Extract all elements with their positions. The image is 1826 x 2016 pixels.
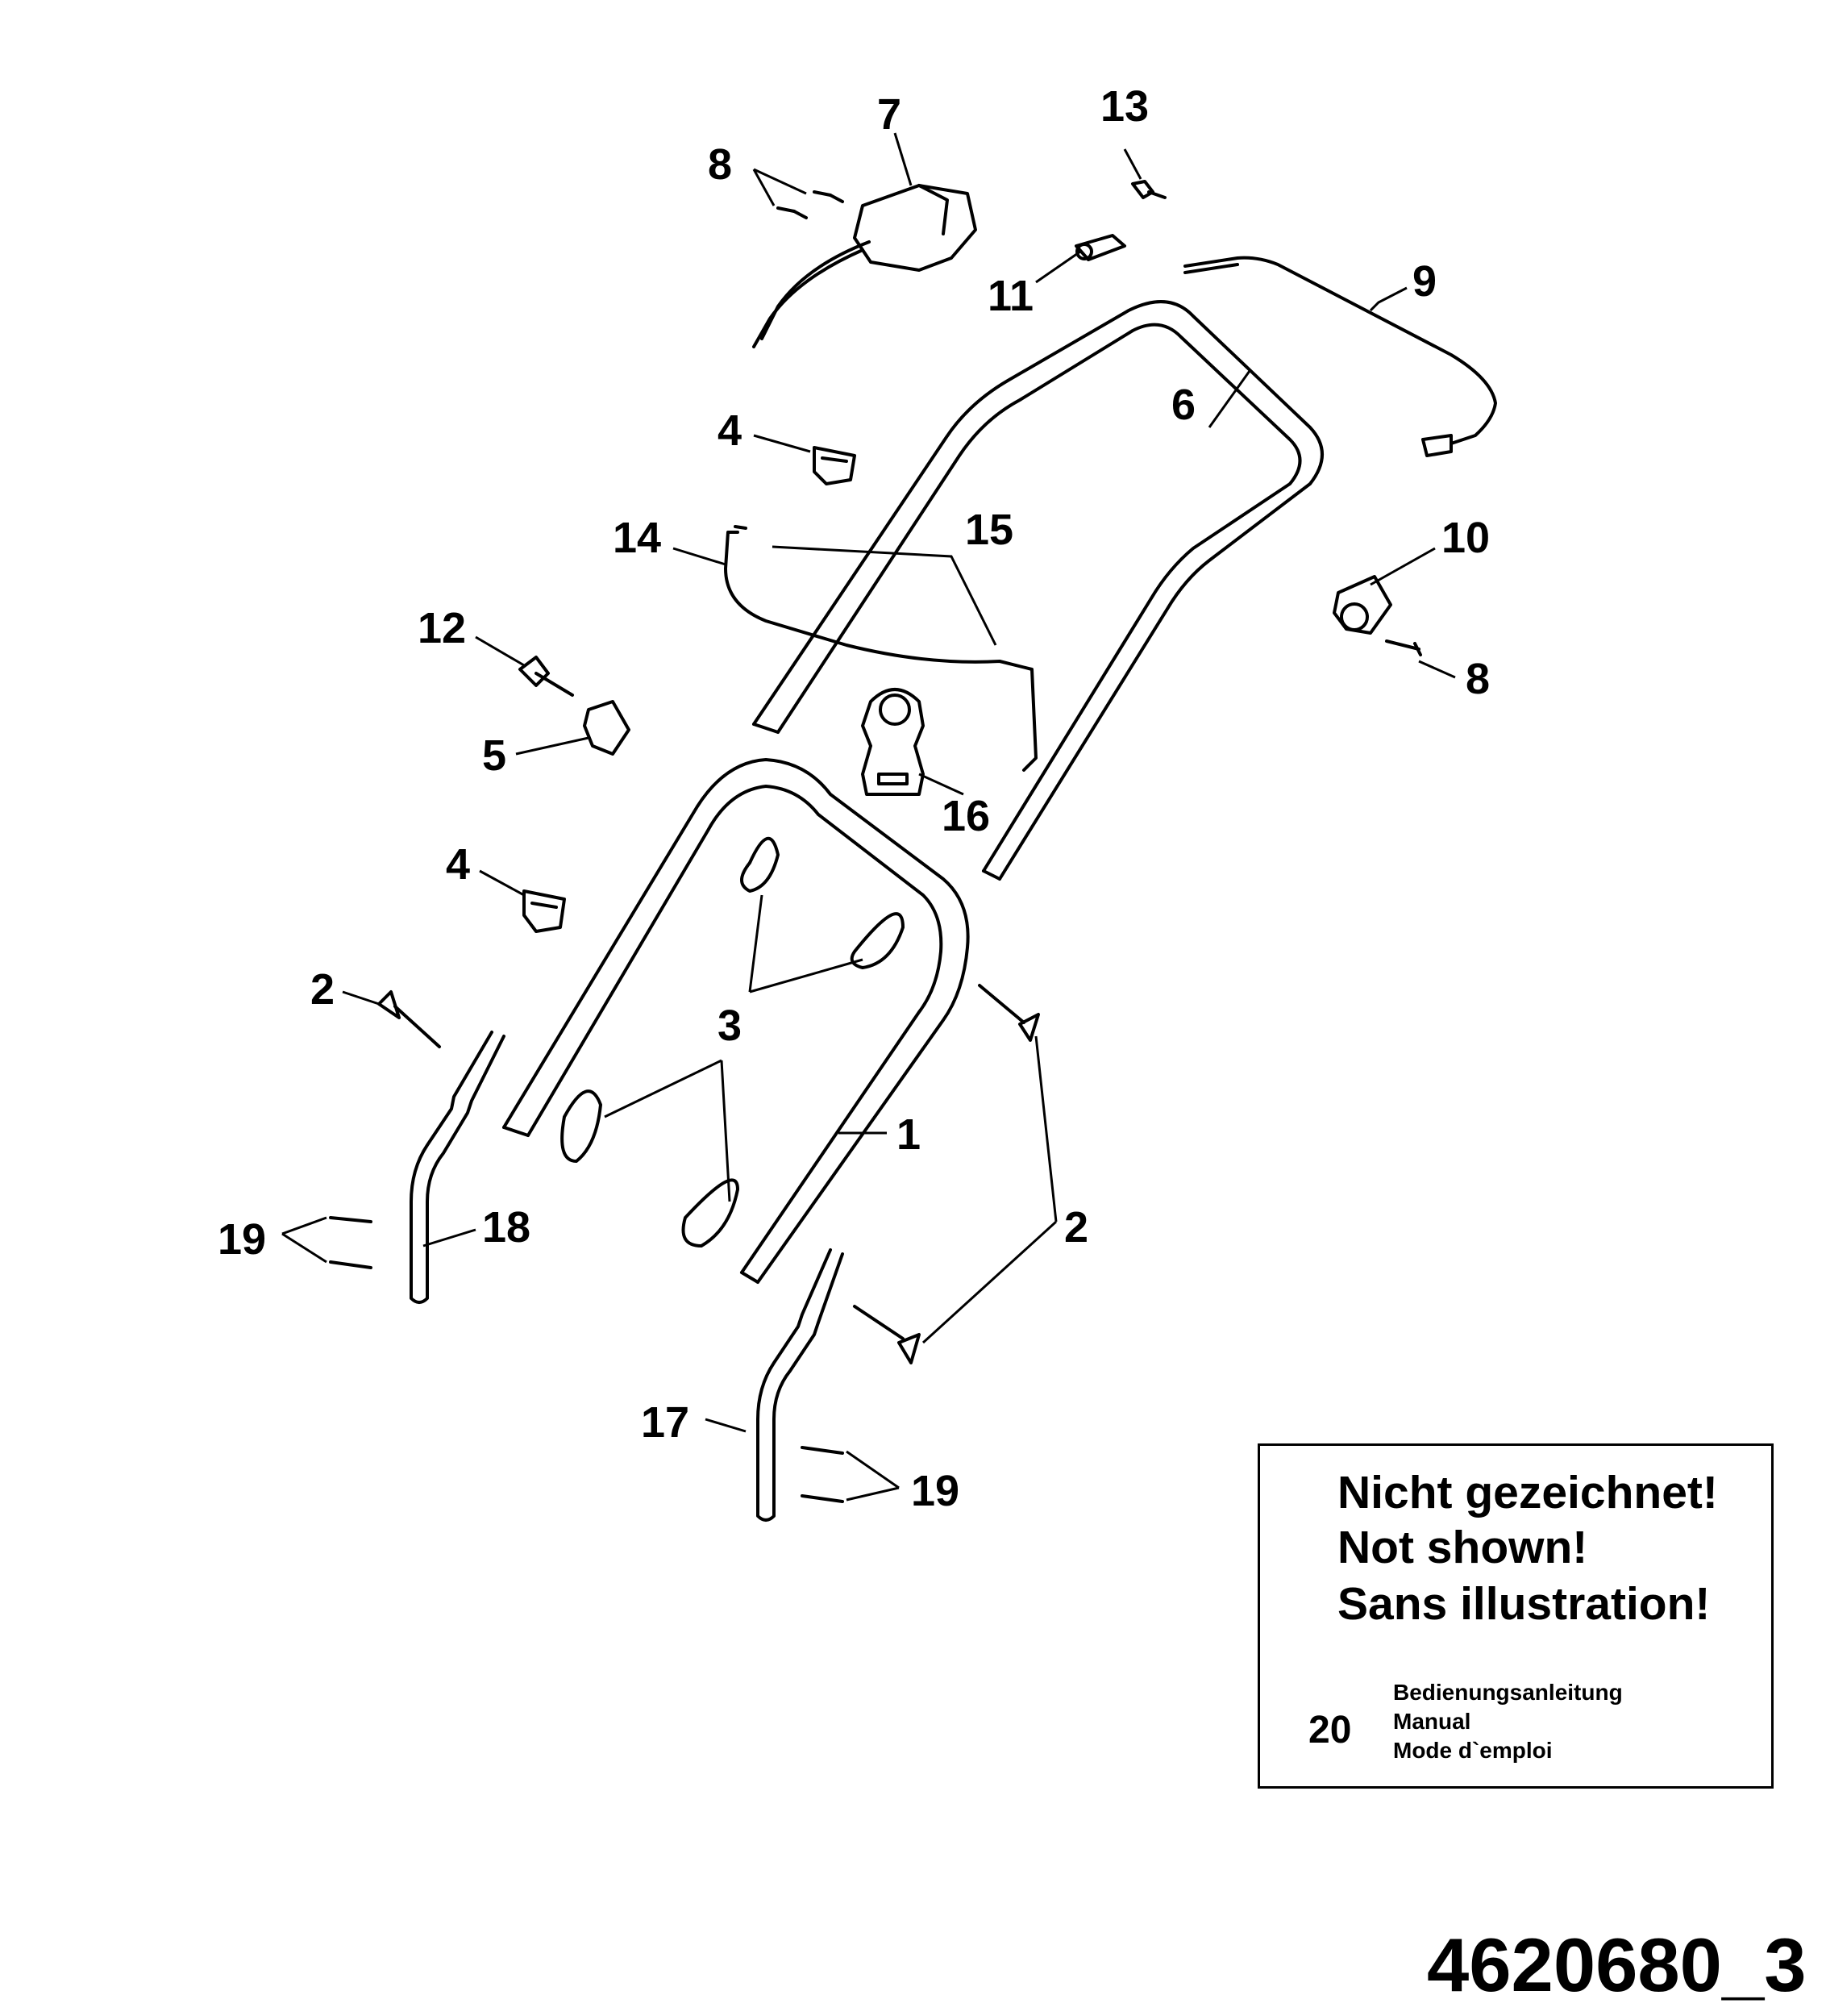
cable-holder [1333, 575, 1392, 635]
screws-19-right [801, 1446, 844, 1503]
screw-8-upper [776, 190, 844, 219]
upper-handle-bar [752, 300, 1324, 881]
not-shown-title-fr: Sans illustration! [1337, 1578, 1711, 1630]
not-shown-item-number: 20 [1308, 1709, 1352, 1752]
knob-screw [518, 656, 574, 697]
callout-6: 6 [1171, 381, 1196, 429]
bolt-2-right-lower [853, 1305, 921, 1364]
nut-11 [1075, 234, 1126, 261]
callout-11: 11 [988, 272, 1034, 320]
wing-nut-lower-left [560, 1089, 602, 1163]
screw-13 [1131, 180, 1167, 199]
callout-7: 7 [877, 90, 901, 139]
callout-9: 9 [1412, 257, 1437, 306]
callout-12: 12 [418, 604, 466, 652]
callout-13: 13 [1100, 82, 1149, 131]
drawing-id: 4620680_3 [1427, 1922, 1807, 2007]
callout-2-left: 2 [310, 965, 335, 1014]
callout-19-right: 19 [911, 1467, 959, 1515]
callout-10: 10 [1441, 514, 1490, 562]
control-cable-rod [1183, 256, 1497, 457]
callout-17: 17 [641, 1398, 689, 1447]
bolt-2-right-upper [978, 984, 1040, 1042]
not-shown-item-fr: Mode d`emploi [1393, 1738, 1553, 1763]
callout-2-right: 2 [1064, 1203, 1088, 1252]
cable-clip [861, 688, 925, 796]
not-shown-item-de: Bedienungsanleitung [1393, 1680, 1623, 1705]
clamp-upper [813, 446, 856, 485]
lower-tube-right [756, 1248, 844, 1522]
callout-15: 15 [965, 506, 1013, 554]
callout-1: 1 [896, 1110, 921, 1159]
wing-nut-upper-left [740, 837, 780, 893]
callout-labels: 7 13 8 11 9 6 4 14 15 10 8 12 5 16 4 2 3… [218, 82, 1490, 1515]
callout-4-upper: 4 [718, 406, 742, 455]
brake-cable [724, 525, 1038, 772]
not-shown-box: Nicht gezeichnet! Not shown! Sans illust… [1258, 1443, 1774, 1789]
wing-nut-lower-right [681, 1178, 739, 1248]
switch-box [752, 184, 977, 348]
lower-handle-bar [502, 758, 970, 1284]
callout-3: 3 [718, 1002, 742, 1050]
screw-8-lower [1385, 639, 1422, 656]
leader-lines [281, 132, 1456, 1502]
callout-5: 5 [482, 731, 506, 780]
not-shown-item-en: Manual [1393, 1709, 1471, 1734]
callout-8-lower: 8 [1466, 655, 1490, 703]
callout-8-upper: 8 [708, 140, 732, 189]
retaining-clip [583, 700, 630, 756]
lower-tube-left [410, 1031, 505, 1304]
callout-19-left: 19 [218, 1215, 266, 1264]
clamp-lower [522, 889, 566, 933]
callout-4-lower: 4 [446, 840, 470, 889]
not-shown-title-en: Not shown! [1337, 1522, 1588, 1573]
callout-14: 14 [613, 514, 661, 562]
screws-19-left [329, 1216, 372, 1269]
callout-18: 18 [482, 1203, 530, 1252]
bolt-2-left [377, 990, 441, 1048]
callout-16: 16 [942, 792, 990, 840]
not-shown-title-de: Nicht gezeichnet! [1337, 1467, 1718, 1518]
